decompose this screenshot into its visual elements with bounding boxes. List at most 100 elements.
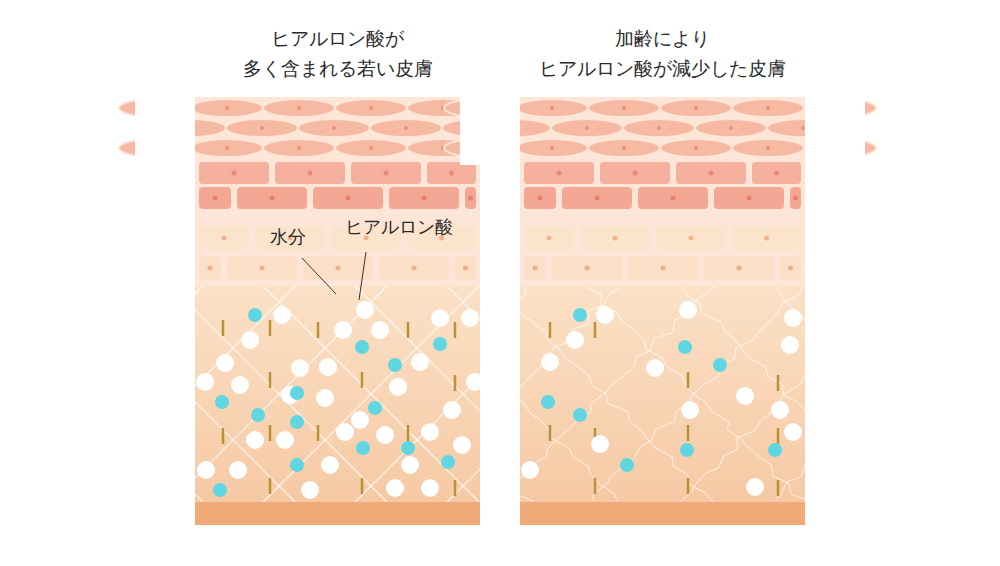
leader-lines bbox=[302, 252, 366, 300]
water bbox=[541, 395, 555, 409]
collagen-fiber bbox=[777, 375, 780, 391]
leader-line bbox=[359, 252, 366, 300]
cell-nucleus bbox=[213, 196, 218, 201]
collagen-fiber bbox=[687, 372, 690, 388]
epidermis-cell bbox=[638, 187, 708, 209]
water bbox=[248, 308, 262, 322]
collagen-fiber bbox=[269, 320, 272, 336]
skin-panel: 加齢により ヒアルロン酸が減少した皮膚 bbox=[520, 97, 805, 525]
water bbox=[213, 483, 227, 497]
water bbox=[441, 455, 455, 469]
cell-nucleus bbox=[694, 146, 698, 150]
cell-nucleus bbox=[694, 106, 698, 110]
cell-nucleus bbox=[671, 196, 676, 201]
water bbox=[251, 408, 265, 422]
hyaluronic-acid bbox=[301, 481, 319, 499]
skin-panel: ヒアルロン酸が 多く含まれる若い皮膚 bbox=[195, 97, 480, 525]
corneum-cell bbox=[588, 99, 660, 117]
hyaluronic-acid bbox=[681, 401, 699, 419]
water bbox=[680, 443, 694, 457]
cell-nucleus bbox=[585, 266, 590, 271]
epidermis-cell bbox=[562, 187, 632, 209]
corneum-cell bbox=[335, 139, 407, 157]
hyaluronic-acid bbox=[784, 423, 802, 441]
cell-nucleus bbox=[208, 266, 213, 271]
cell-nucleus bbox=[422, 196, 427, 201]
epidermis-cell bbox=[199, 162, 269, 184]
epidermis-cell bbox=[455, 256, 476, 280]
water bbox=[678, 340, 692, 354]
collagen-fiber bbox=[454, 375, 457, 391]
epidermis-cell bbox=[552, 256, 622, 280]
epidermis-cell bbox=[465, 187, 476, 209]
epidermis-cell bbox=[714, 187, 784, 209]
skin-ground bbox=[520, 97, 805, 525]
cell-nucleus bbox=[336, 266, 341, 271]
hyaluronic-acid bbox=[371, 321, 389, 339]
hyaluronic-acid bbox=[541, 353, 559, 371]
dermis bbox=[195, 286, 480, 502]
corneum-cell bbox=[263, 139, 335, 157]
corneum-cell bbox=[335, 99, 407, 117]
cell-nucleus bbox=[788, 266, 793, 271]
epidermis-cell bbox=[199, 226, 249, 250]
collagen-fiber bbox=[549, 322, 552, 338]
corneum-cell bbox=[298, 119, 370, 137]
collagen-fiber bbox=[594, 478, 597, 494]
hyaluronic-acid bbox=[736, 387, 754, 405]
cell-nucleus bbox=[260, 126, 264, 130]
hyaluronic-acid bbox=[421, 479, 439, 497]
hyaluronic-acid bbox=[351, 411, 369, 429]
mask bbox=[135, 95, 195, 165]
collagen-fiber bbox=[777, 480, 780, 496]
collagen-fiber bbox=[269, 478, 272, 494]
cell-nucleus bbox=[297, 106, 301, 110]
hyaluronic-acid bbox=[771, 401, 789, 419]
corneum-cell bbox=[370, 119, 442, 137]
collagen-fiber bbox=[317, 322, 320, 338]
cell-nucleus bbox=[633, 171, 638, 176]
water bbox=[356, 441, 370, 455]
collagen-fiber bbox=[594, 322, 597, 338]
hyaluronic-acid bbox=[453, 436, 471, 454]
collagen-fiber bbox=[407, 425, 410, 441]
hyaluronic-acid bbox=[401, 456, 419, 474]
cell-nucleus bbox=[657, 126, 661, 130]
epidermis-cell bbox=[351, 162, 421, 184]
epidermis-cell bbox=[580, 226, 650, 250]
hyaluronic-acid bbox=[679, 301, 697, 319]
epidermis-cell bbox=[524, 226, 574, 250]
cell-nucleus bbox=[622, 106, 626, 110]
hyaluronic-acid bbox=[356, 301, 374, 319]
cell-nucleus bbox=[557, 171, 562, 176]
hyaluronic-acid bbox=[246, 431, 264, 449]
cell-nucleus bbox=[346, 196, 351, 201]
hyaluronic-acid bbox=[443, 401, 461, 419]
epidermis-cell bbox=[227, 256, 297, 280]
dermis-contents bbox=[521, 301, 802, 496]
hyaluronic-acid bbox=[241, 331, 259, 349]
hyaluronic-acid bbox=[521, 461, 539, 479]
cell-nucleus bbox=[550, 106, 554, 110]
cell-nucleus bbox=[689, 236, 694, 241]
hyaluronic-acid bbox=[421, 423, 439, 441]
hyaluronic-acid bbox=[336, 423, 354, 441]
epidermis-cell bbox=[628, 256, 698, 280]
cell-nucleus bbox=[232, 171, 237, 176]
hyaluronic-acid bbox=[389, 378, 407, 396]
collagen-fiber bbox=[777, 428, 780, 444]
water bbox=[368, 401, 382, 415]
corneum-cell bbox=[695, 119, 767, 137]
water bbox=[433, 337, 447, 351]
fiber-network bbox=[520, 286, 805, 502]
cell-nucleus bbox=[412, 266, 417, 271]
corneum-cell bbox=[732, 99, 804, 117]
mask bbox=[460, 95, 520, 165]
hyaluronic-acid bbox=[319, 358, 337, 376]
water bbox=[768, 443, 782, 457]
corneum-cell bbox=[732, 139, 804, 157]
subcutaneous-band bbox=[520, 502, 805, 525]
water bbox=[290, 415, 304, 429]
epidermis-cell bbox=[379, 256, 449, 280]
